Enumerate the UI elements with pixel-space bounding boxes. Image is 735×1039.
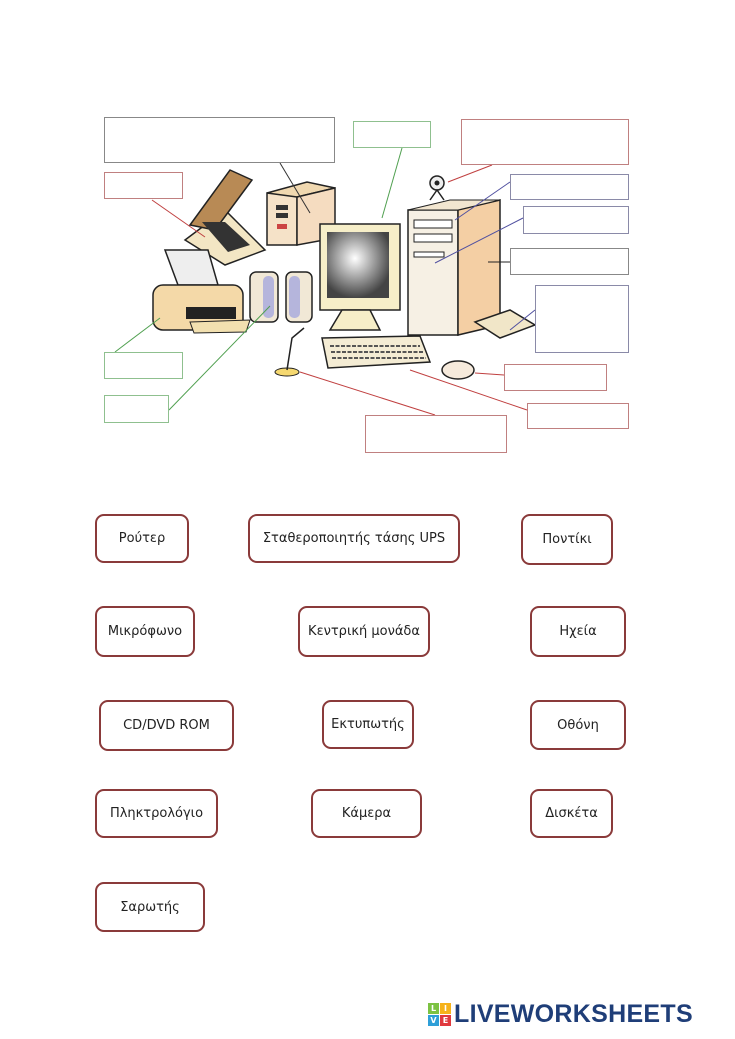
logo-text: LIVEWORKSHEETS: [454, 1000, 693, 1028]
logo-letter: I: [440, 1003, 451, 1014]
printer-drawing: [152, 249, 251, 334]
answer-box-microphone[interactable]: [365, 415, 507, 453]
answer-box-printer[interactable]: [104, 352, 183, 379]
word-cd-dvd-rom[interactable]: CD/DVD ROM: [99, 700, 234, 751]
monitor-drawing: [319, 223, 401, 331]
word-router[interactable]: Ρούτερ: [95, 514, 189, 563]
word-camera[interactable]: Κάμερα: [311, 789, 422, 838]
logo-letter: L: [428, 1003, 439, 1014]
answer-box-speakers[interactable]: [104, 395, 169, 423]
answer-box-camera[interactable]: [461, 119, 629, 165]
computer-parts-illustration: [114, 147, 537, 416]
word-speakers[interactable]: Ηχεία: [530, 606, 626, 657]
answer-box-floppy[interactable]: [523, 206, 629, 234]
liveworksheets-logo: L I V E LIVEWORKSHEETS: [428, 1000, 693, 1029]
tower-drawing: [407, 199, 501, 336]
answer-box-scanner[interactable]: [104, 172, 183, 199]
answer-box-monitor[interactable]: [353, 121, 431, 148]
word-scanner[interactable]: Σαρωτής: [95, 882, 205, 932]
word-central-unit[interactable]: Κεντρική μονάδα: [298, 606, 430, 657]
connector-lines: [114, 147, 536, 416]
logo-letter: V: [428, 1015, 439, 1026]
mouse-drawing: [441, 360, 475, 380]
answer-box-central-unit[interactable]: [510, 248, 629, 275]
word-microphone[interactable]: Μικρόφωνο: [95, 606, 195, 657]
word-floppy[interactable]: Δισκέτα: [530, 789, 613, 838]
answer-box-ups[interactable]: [104, 117, 335, 163]
speakers-drawing: [249, 271, 313, 323]
keyboard-drawing: [321, 335, 432, 369]
microphone-drawing: [274, 327, 305, 377]
answer-box-router[interactable]: [535, 285, 629, 353]
word-monitor[interactable]: Οθόνη: [530, 700, 626, 750]
answer-box-keyboard[interactable]: [527, 403, 629, 429]
logo-cube-icon: L I V E: [428, 1003, 451, 1026]
webcam-drawing: [429, 175, 445, 201]
word-printer[interactable]: Εκτυπωτής: [322, 700, 414, 749]
answer-box-cd-rom[interactable]: [510, 174, 629, 200]
logo-letter: E: [440, 1015, 451, 1026]
word-keyboard[interactable]: Πληκτρολόγιο: [95, 789, 218, 838]
word-ups[interactable]: Σταθεροποιητής τάσης UPS: [248, 514, 460, 563]
answer-box-mouse[interactable]: [504, 364, 607, 391]
word-mouse[interactable]: Ποντίκι: [521, 514, 613, 565]
